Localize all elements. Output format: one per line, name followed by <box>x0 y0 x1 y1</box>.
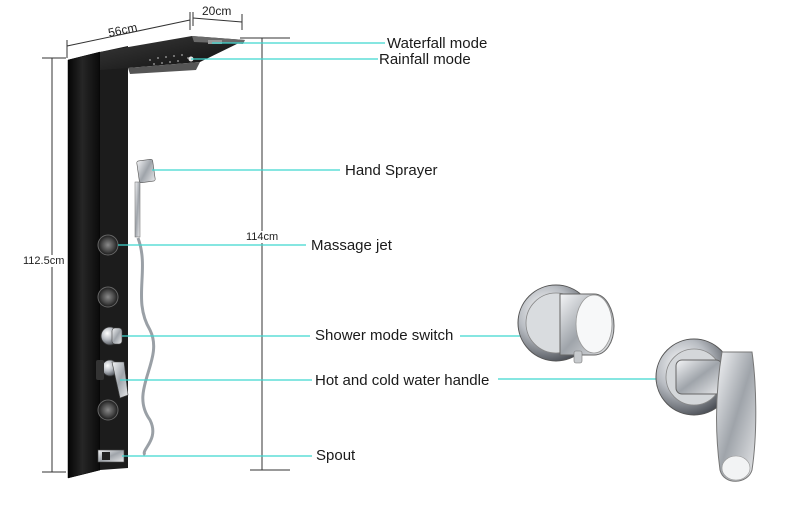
label-mode-switch: Shower mode switch <box>315 327 454 344</box>
mode-switch-knob <box>100 326 123 346</box>
shower-panel <box>67 36 245 479</box>
rainfall-nozzles <box>149 54 189 65</box>
label-waterfall-mode: Waterfall mode <box>387 35 488 52</box>
enlarged-mode-switch <box>517 284 615 364</box>
label-spout: Spout <box>316 447 356 464</box>
dim-panel-height: 112.5cm <box>23 255 65 267</box>
enlarged-water-handle <box>655 338 757 482</box>
dim-total-height: 114cm <box>246 231 279 243</box>
leader-lines <box>118 42 660 457</box>
label-rainfall-mode: Rainfall mode <box>379 51 471 68</box>
label-hand-sprayer: Hand Sprayer <box>345 162 438 179</box>
label-water-handle: Hot and cold water handle <box>315 372 490 389</box>
dim-top-depth: 20cm <box>202 4 232 18</box>
label-massage-jet: Massage jet <box>311 237 392 254</box>
massage-jets <box>97 234 119 421</box>
waterfall-outlet <box>208 40 222 44</box>
hand-sprayer <box>134 158 156 457</box>
spout <box>97 449 125 463</box>
